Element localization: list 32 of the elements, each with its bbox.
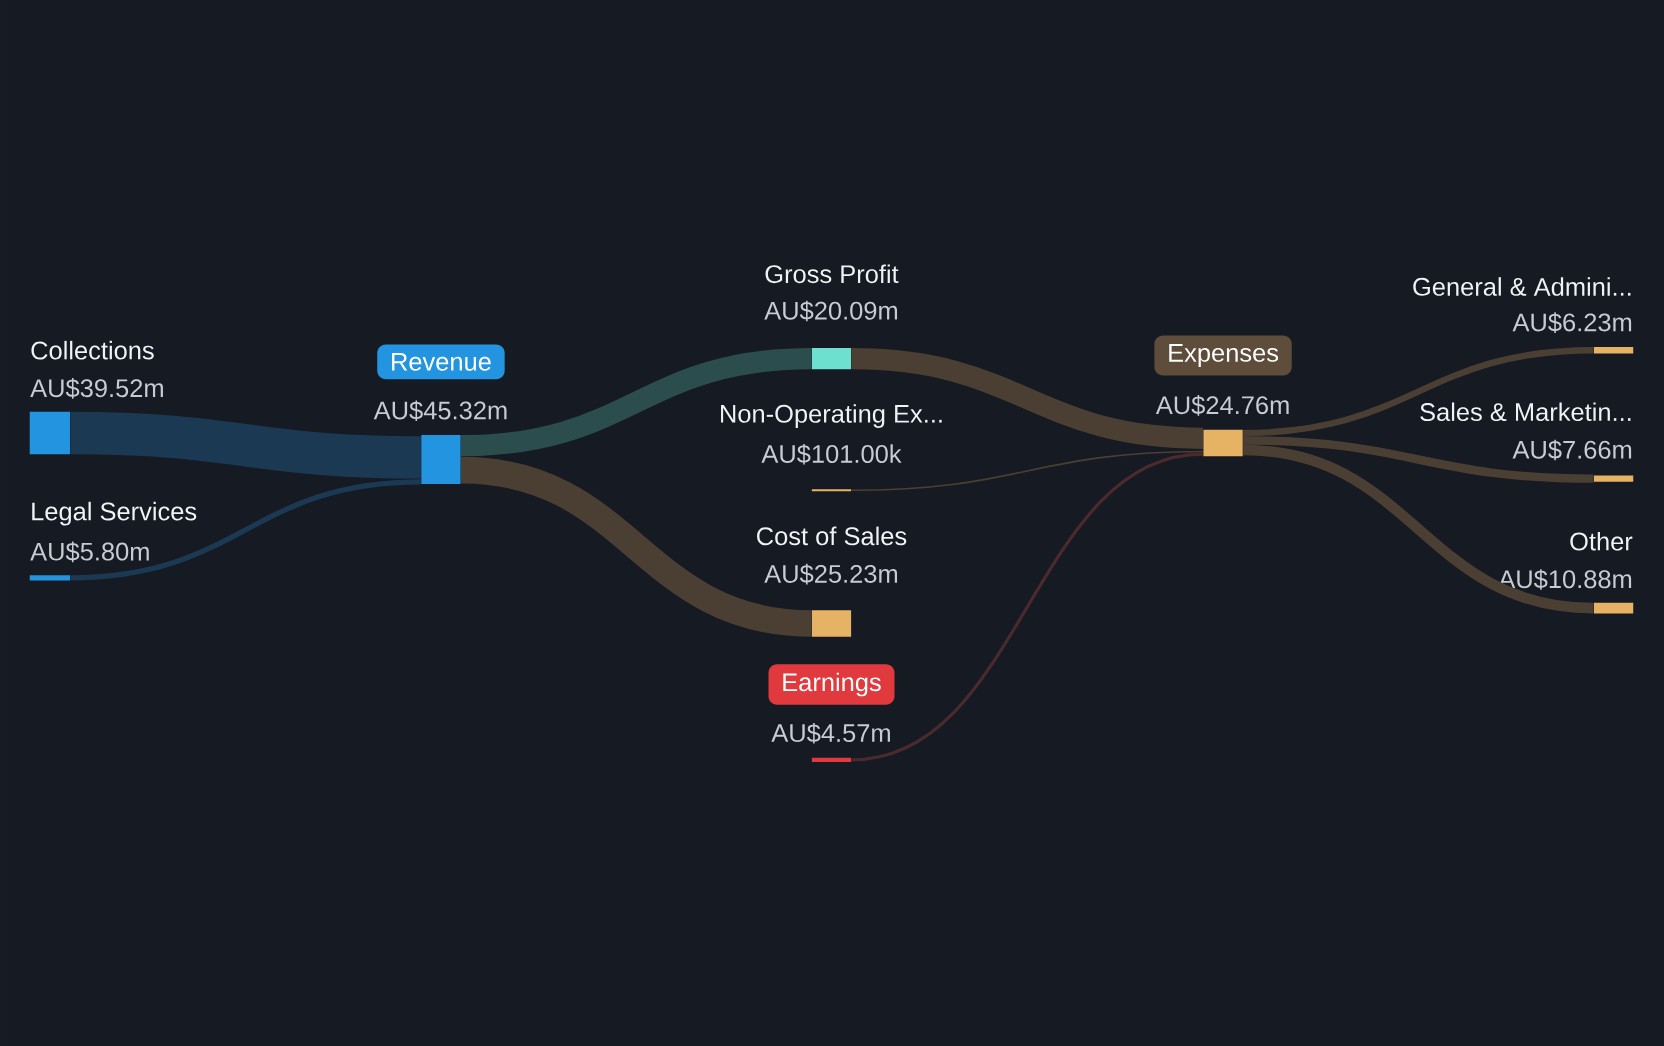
node-label: Cost of Sales: [757, 526, 907, 546]
value-label: AU$39.52m: [30, 377, 163, 399]
node-label: Gross Profit: [765, 264, 899, 283]
value-label: AU$7.66m: [1512, 439, 1632, 461]
node-label: Other: [1570, 531, 1633, 551]
value-label: AU$24.76m: [1155, 394, 1289, 416]
flow-band: [460, 347, 812, 457]
value-label: AU$5.80m: [30, 541, 149, 562]
flow-band: [851, 452, 1204, 762]
node-label: Legal Services: [32, 501, 197, 526]
value-label: AU$25.23m: [764, 563, 898, 585]
flow-band: [70, 411, 422, 479]
flow-band: [460, 456, 813, 637]
flow-band: [851, 347, 1204, 449]
value-label: AU$6.23m: [1512, 312, 1632, 333]
label-badge: Earnings: [768, 663, 895, 705]
node-label: Collections: [31, 340, 154, 360]
value-label: AU$10.88m: [1498, 568, 1632, 590]
label-badge: Revenue: [377, 344, 505, 380]
flow-band: [1243, 346, 1594, 436]
flow-band: [70, 478, 421, 581]
node-label: Sales & Marketin...: [1420, 402, 1631, 421]
node-label: Non-Operating Ex...: [721, 404, 942, 428]
value-label: AU$4.57m: [771, 722, 890, 744]
value-label: AU$101.00k: [761, 443, 902, 465]
value-label: AU$20.09m: [764, 300, 898, 322]
flow-band: [1242, 444, 1594, 614]
flow-band: [1243, 436, 1594, 483]
label-badge: Expenses: [1154, 335, 1292, 376]
node-label: General & Admini...: [1413, 277, 1631, 296]
flow-band: [850, 450, 1204, 491]
value-label: AU$45.32m: [373, 400, 507, 421]
